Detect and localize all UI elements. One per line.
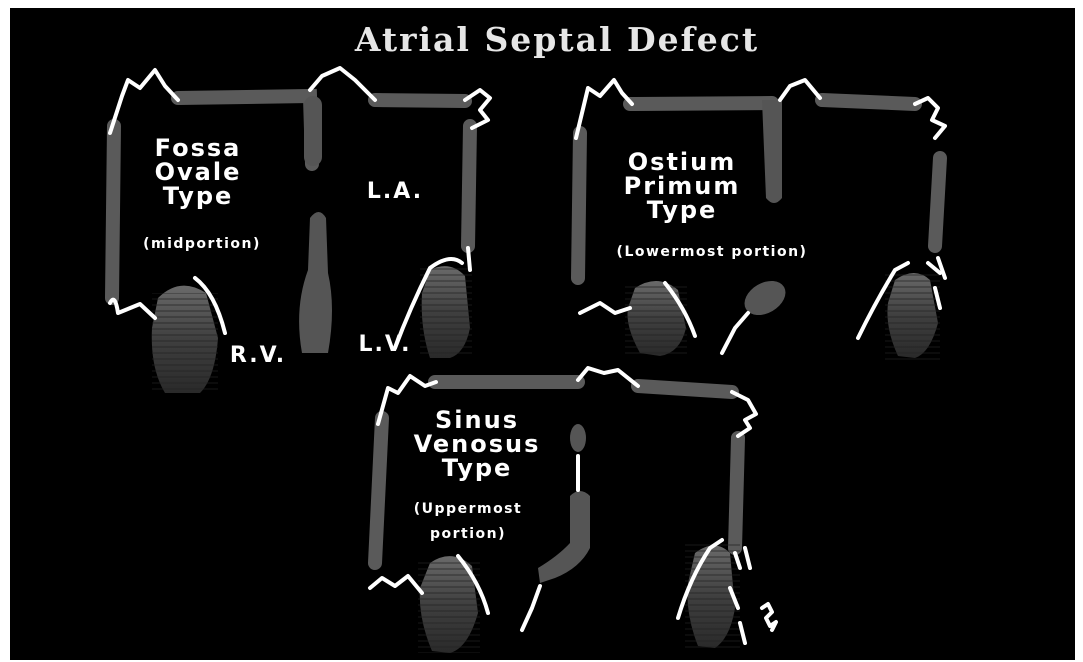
- sinus-type-line-3: Type: [442, 454, 513, 482]
- fossa-type-line-3: Type: [163, 182, 234, 210]
- atrial-septal-defect-diagram: Atrial Septal Defect Fossa Ovale Type (m…: [10, 8, 1075, 660]
- sinus-la-appendage-outline: [578, 368, 756, 436]
- fossa-septum-lower: [299, 212, 332, 353]
- primum-location: (Lowermost portion): [617, 244, 808, 260]
- ostium-primum-panel: Ostium Primum Type (Lowermost portion): [576, 80, 945, 360]
- fossa-la-wall: [375, 100, 470, 246]
- fossa-rv-texture: [152, 293, 218, 393]
- sinus-septum-upper-stub: [570, 424, 586, 452]
- primum-rv-texture: [625, 283, 687, 358]
- primum-la-appendage-outline: [780, 80, 945, 138]
- sinus-septum-lower: [538, 491, 590, 583]
- rv-label: R.V.: [230, 343, 286, 368]
- sinus-mitral-outline: [522, 586, 540, 630]
- primum-type-line-3: Type: [647, 196, 718, 224]
- diagram-title: Atrial Septal Defect: [354, 20, 759, 59]
- la-label: L.A.: [367, 179, 423, 204]
- primum-mitral-outline: [722, 313, 748, 353]
- fossa-ovale-panel: Fossa Ovale Type (midportion) L.A. R.V. …: [110, 68, 490, 393]
- sinus-annotation-mark: [762, 604, 776, 630]
- lv-label: L.V.: [359, 332, 412, 357]
- fossa-septum-upper: [304, 96, 322, 166]
- primum-lv-texture: [885, 270, 940, 360]
- primum-septum: [762, 100, 782, 203]
- sinus-location-line-1: (Uppermost: [414, 501, 522, 517]
- sinus-la-wall: [638, 386, 738, 548]
- primum-la-wall: [822, 100, 940, 246]
- sinus-venosus-panel: Sinus Venosus Type (Uppermost portion): [370, 368, 776, 653]
- fossa-lv-texture: [420, 266, 472, 358]
- fossa-location: (midportion): [143, 236, 261, 252]
- sinus-location-line-2: portion): [430, 526, 506, 542]
- diagram-canvas: Atrial Septal Defect Fossa Ovale Type (m…: [10, 8, 1075, 660]
